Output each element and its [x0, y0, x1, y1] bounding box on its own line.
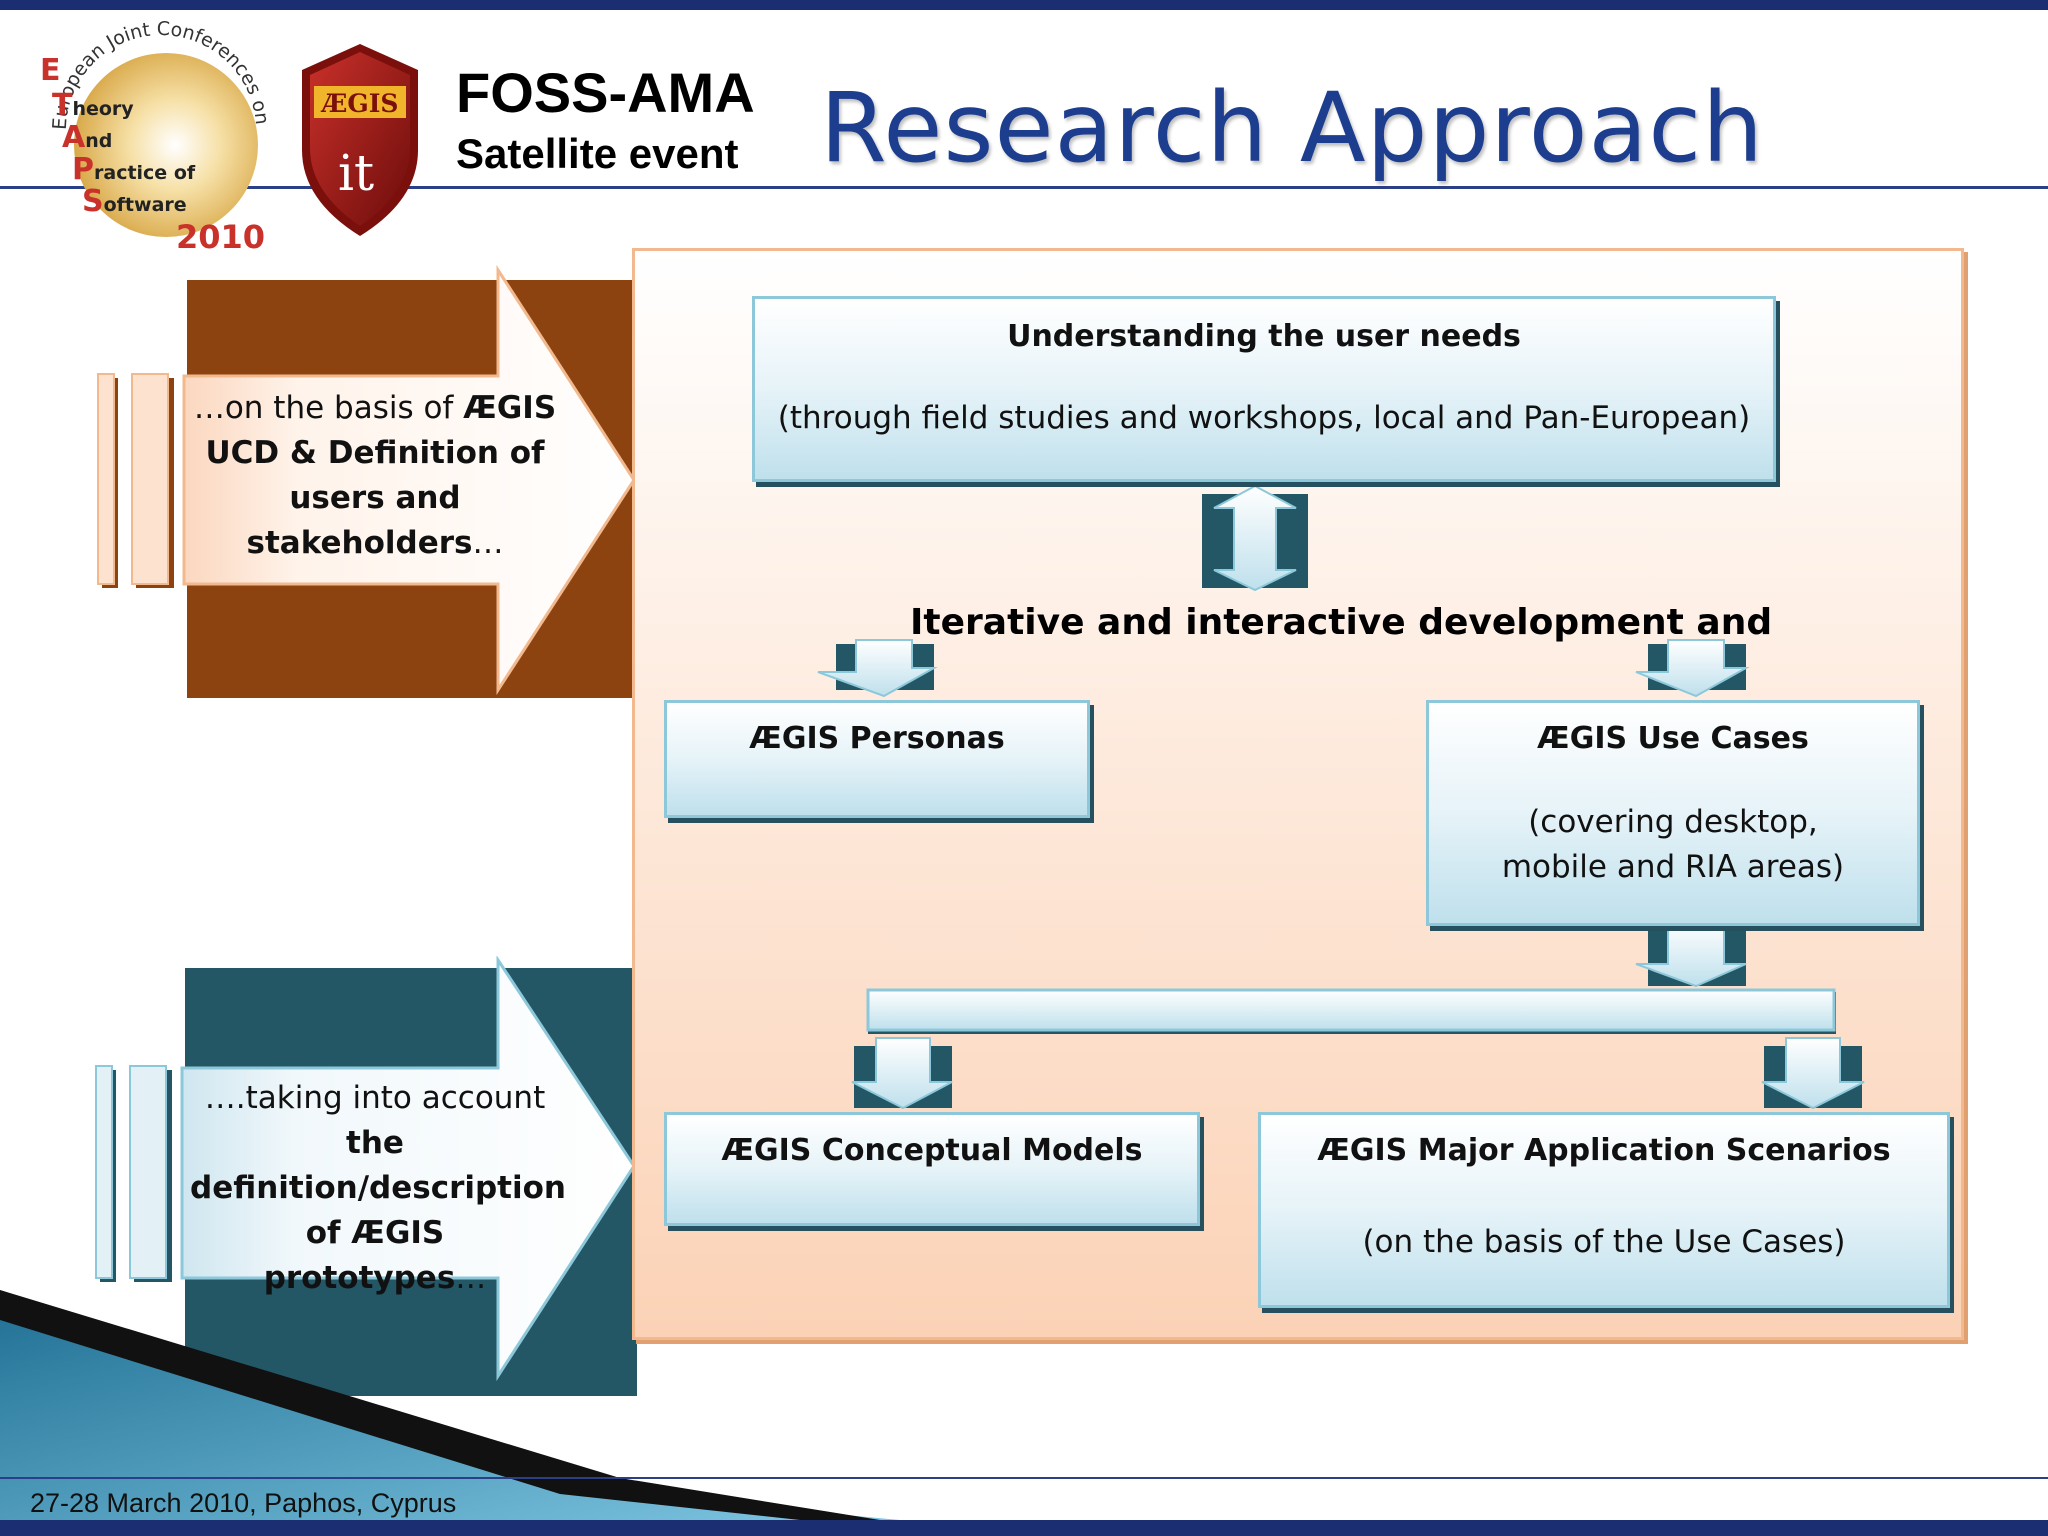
scenarios-subtitle: (on the basis of the Use Cases): [1362, 1224, 1846, 1260]
user-needs-box: Understanding the user needs (through fi…: [752, 296, 1776, 482]
etaps-logo: European Joint Conferences on E Theory A…: [40, 20, 273, 256]
header-divider: [0, 186, 2048, 189]
left-arrow-graphic-2: [95, 956, 637, 1396]
left-arrow-text-1: …on the basis of ÆGIS UCD & Definition o…: [193, 390, 557, 561]
middle-process-text: Iterative and interactive development an…: [910, 602, 1773, 643]
use-cases-title: ÆGIS Use Cases: [1537, 721, 1809, 756]
scenarios-title: ÆGIS Major Application Scenarios: [1317, 1133, 1891, 1168]
personas-title: ÆGIS Personas: [749, 721, 1005, 756]
top-bar: [0, 0, 2048, 10]
left-arrow-text-2: ….taking into account the definition/des…: [190, 1080, 566, 1296]
slide-title: Research Approach: [820, 72, 1764, 184]
svg-text:E: E: [40, 53, 61, 88]
etaps-year: 2010: [176, 218, 265, 256]
conceptual-models-title: ÆGIS Conceptual Models: [721, 1133, 1143, 1168]
personas-box: ÆGIS Personas: [664, 700, 1090, 818]
footer-text: 27-28 March 2010, Paphos, Cyprus: [30, 1488, 457, 1518]
scenarios-box: ÆGIS Major Application Scenarios (on the…: [1258, 1112, 1950, 1308]
event-subtitle: Satellite event: [456, 130, 739, 177]
bottom-bar: [0, 1520, 2048, 1536]
svg-text:Theory: Theory: [52, 88, 134, 123]
user-needs-subtitle: (through field studies and workshops, lo…: [777, 400, 1751, 436]
footer-divider: [0, 1477, 2048, 1479]
svg-text:Practice of: Practice of: [72, 152, 196, 187]
user-needs-title: Understanding the user needs: [1007, 319, 1521, 354]
svg-text:Software: Software: [82, 184, 187, 219]
left-arrow-graphic-1: [97, 264, 637, 698]
aegis-shield-logo: ÆGIS it: [302, 44, 418, 236]
event-title: FOSS-AMA: [456, 61, 755, 124]
aegis-banner-text: ÆGIS: [321, 89, 399, 118]
svg-text:And: And: [62, 120, 112, 155]
use-cases-box: ÆGIS Use Cases (covering desktop, mobile…: [1426, 700, 1920, 926]
use-cases-subtitle: (covering desktop, mobile and RIA areas): [1501, 804, 1845, 885]
conceptual-models-box: ÆGIS Conceptual Models: [664, 1112, 1200, 1226]
aegis-it-mark: it: [338, 144, 374, 202]
corner-swoosh-decoration: [0, 1290, 900, 1520]
